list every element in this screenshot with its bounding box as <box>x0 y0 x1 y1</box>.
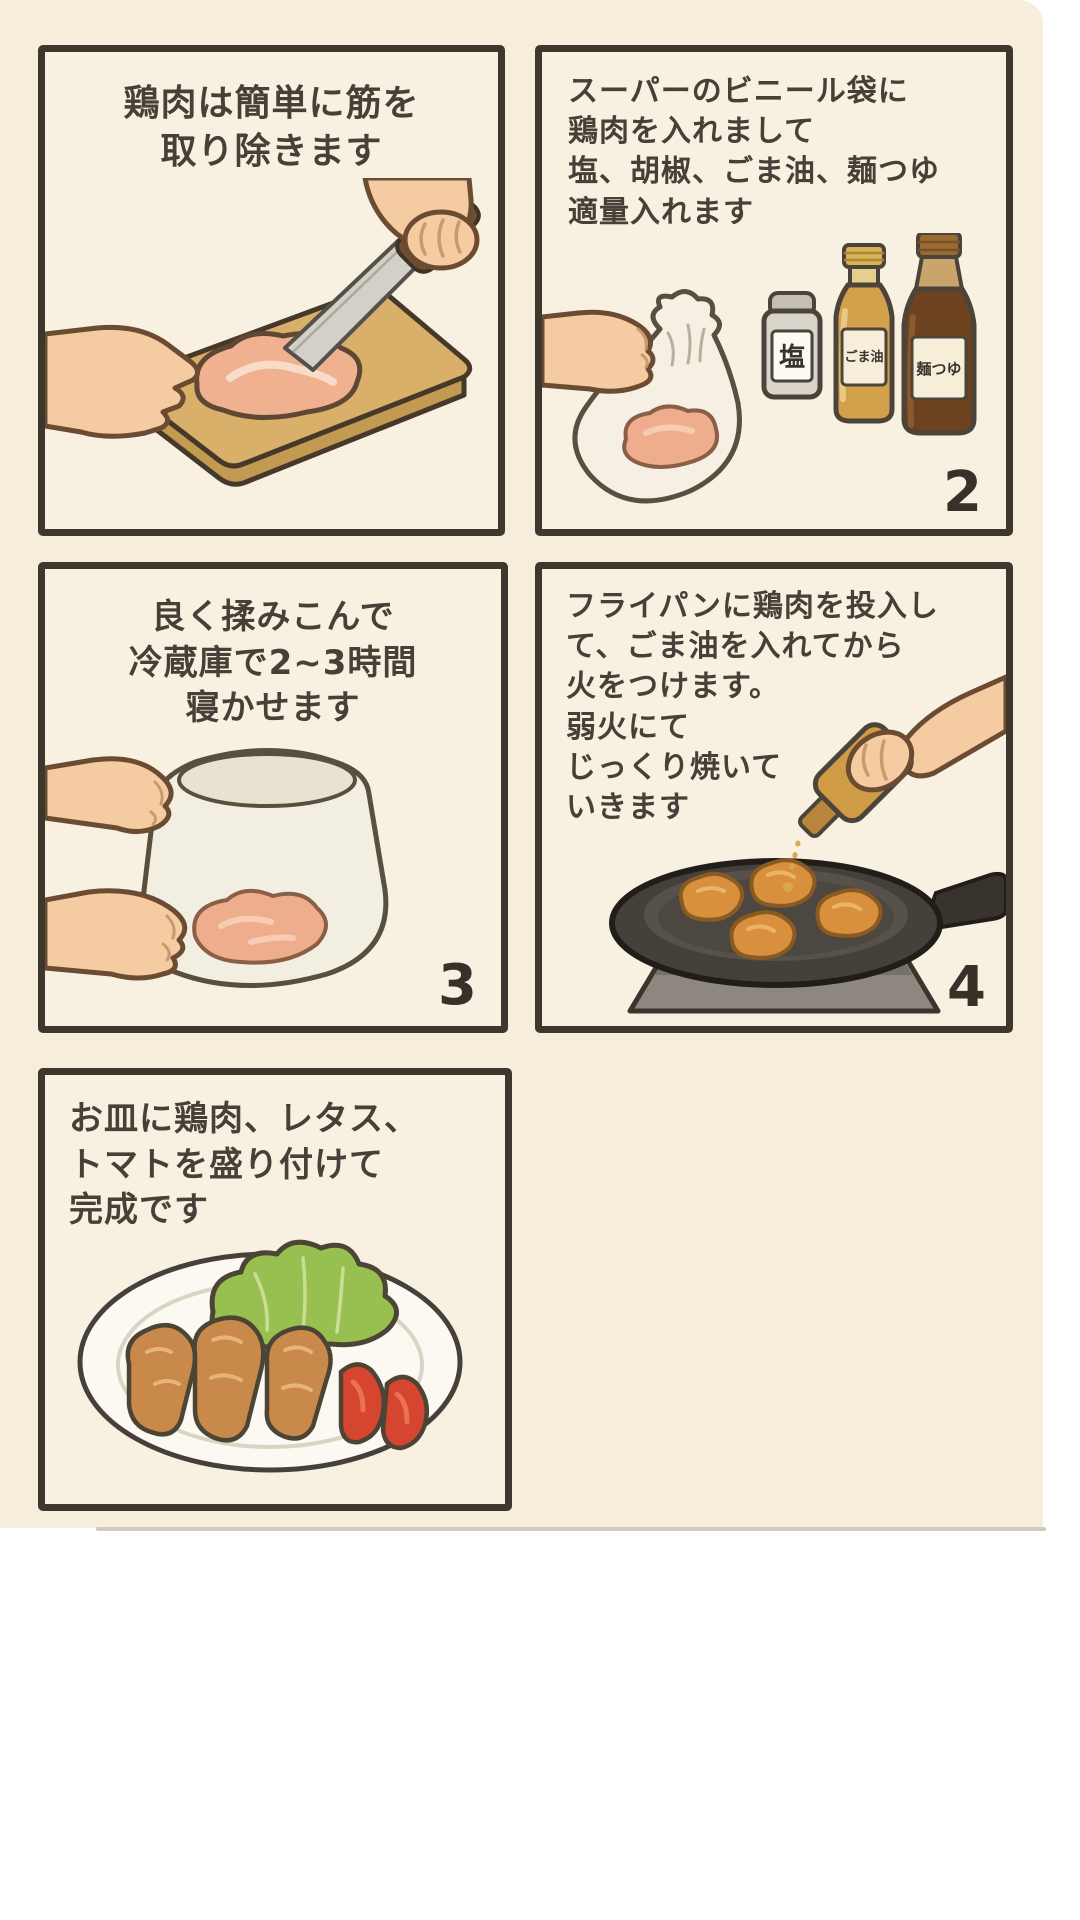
knife-hand <box>362 178 480 271</box>
bag-hand <box>542 309 656 394</box>
recipe-comic-page: 鶏肉は簡単に筋を 取り除きます <box>0 0 1043 1528</box>
panel-step-4: フライパンに鶏肉を投入し て、ごま油を入れてから 火をつけます。 弱火にて じっ… <box>535 562 1013 1033</box>
upper-hand <box>45 756 174 834</box>
panel-step-2: スーパーのビニール袋に 鶏肉を入れまして 塩、胡椒、ごま油、麺つゆ 適量入れます… <box>535 45 1013 536</box>
holding-hand <box>45 324 200 439</box>
sesame-oil-label: ごま油 <box>844 349 883 365</box>
chicken-pieces-in-pan <box>678 858 883 960</box>
lower-hand <box>45 888 188 981</box>
finished-dish-illustration <box>77 1239 463 1473</box>
panel-step-1: 鶏肉は簡単に筋を 取り除きます <box>38 45 505 536</box>
panel-step-3: 良く揉みこんで 冷蔵庫で2~3時間 寝かせます 3 <box>38 562 508 1033</box>
oil-drips <box>783 840 801 892</box>
caption-line: 冷蔵庫で2~3時間 <box>128 642 418 683</box>
mentsuyu-bottle: 麺つゆ <box>901 233 977 436</box>
caption-line: 鶏肉は簡単に筋を <box>123 83 420 124</box>
tomato-wedges <box>338 1362 429 1451</box>
caption-line: いきます <box>566 789 690 825</box>
step-number: 4 <box>947 955 986 1020</box>
caption-line: 適量入れます <box>568 194 754 230</box>
page-edge-shadow <box>96 1527 1046 1531</box>
pouring-hand <box>798 674 1006 838</box>
bag-and-seasonings-illustration: 塩 ごま油 麺つゆ <box>542 233 977 504</box>
raw-chicken-in-bag <box>192 888 328 965</box>
lettuce <box>209 1239 399 1351</box>
caption-line: 鶏肉を入れまして <box>568 114 816 150</box>
caption-line: 完成です <box>69 1190 209 1231</box>
caption-line: 取り除きます <box>160 131 383 173</box>
caption-line: 塩、胡椒、ごま油、麺つゆ <box>568 154 940 190</box>
salt-label: 塩 <box>779 343 805 373</box>
caption-line: フライパンに鶏肉を投入し <box>566 589 939 624</box>
caption-line: 火をつけます。 <box>566 669 780 705</box>
caption-line: じっくり焼いて <box>566 749 783 785</box>
caption-line: トマトを盛り付けて <box>69 1144 384 1185</box>
raw-chicken-in-bag <box>622 404 719 469</box>
sesame-oil-bottle: ごま油 <box>833 243 895 424</box>
caption-line: 良く揉みこんで <box>151 597 395 637</box>
caption-line: て、ごま油を入れてから <box>566 629 905 665</box>
kneading-bag-illustration <box>45 747 389 989</box>
panel-1-caption: 鶏肉は簡単に筋を 取り除きます <box>45 52 498 176</box>
caption-line: スーパーのビニール袋に <box>568 74 909 109</box>
caption-line: 寝かせます <box>185 688 361 729</box>
plastic-bag <box>138 747 389 989</box>
panel-2-caption: スーパーのビニール袋に 鶏肉を入れまして 塩、胡椒、ごま油、麺つゆ 適量入れます <box>542 52 1006 233</box>
caption-line: お皿に鶏肉、レタス、 <box>69 1099 419 1139</box>
frying-illustration <box>609 674 1006 1014</box>
step-number: 3 <box>438 953 477 1018</box>
salt-shaker: 塩 <box>761 291 823 400</box>
chicken-slices <box>125 1315 333 1443</box>
caption-line: 弱火にて <box>566 709 690 745</box>
panel-5-caption: お皿に鶏肉、レタス、 トマトを盛り付けて 完成です <box>45 1075 505 1234</box>
cutting-chicken-illustration <box>45 178 481 487</box>
plastic-bag <box>572 289 742 504</box>
mentsuyu-label: 麺つゆ <box>915 360 961 378</box>
panel-4-caption: フライパンに鶏肉を投入し て、ごま油を入れてから 火をつけます。 弱火にて じっ… <box>542 569 1006 828</box>
panel-3-caption: 良く揉みこんで 冷蔵庫で2~3時間 寝かせます <box>45 569 501 732</box>
step-number: 2 <box>943 460 982 525</box>
panel-step-5: お皿に鶏肉、レタス、 トマトを盛り付けて 完成です <box>38 1068 512 1511</box>
